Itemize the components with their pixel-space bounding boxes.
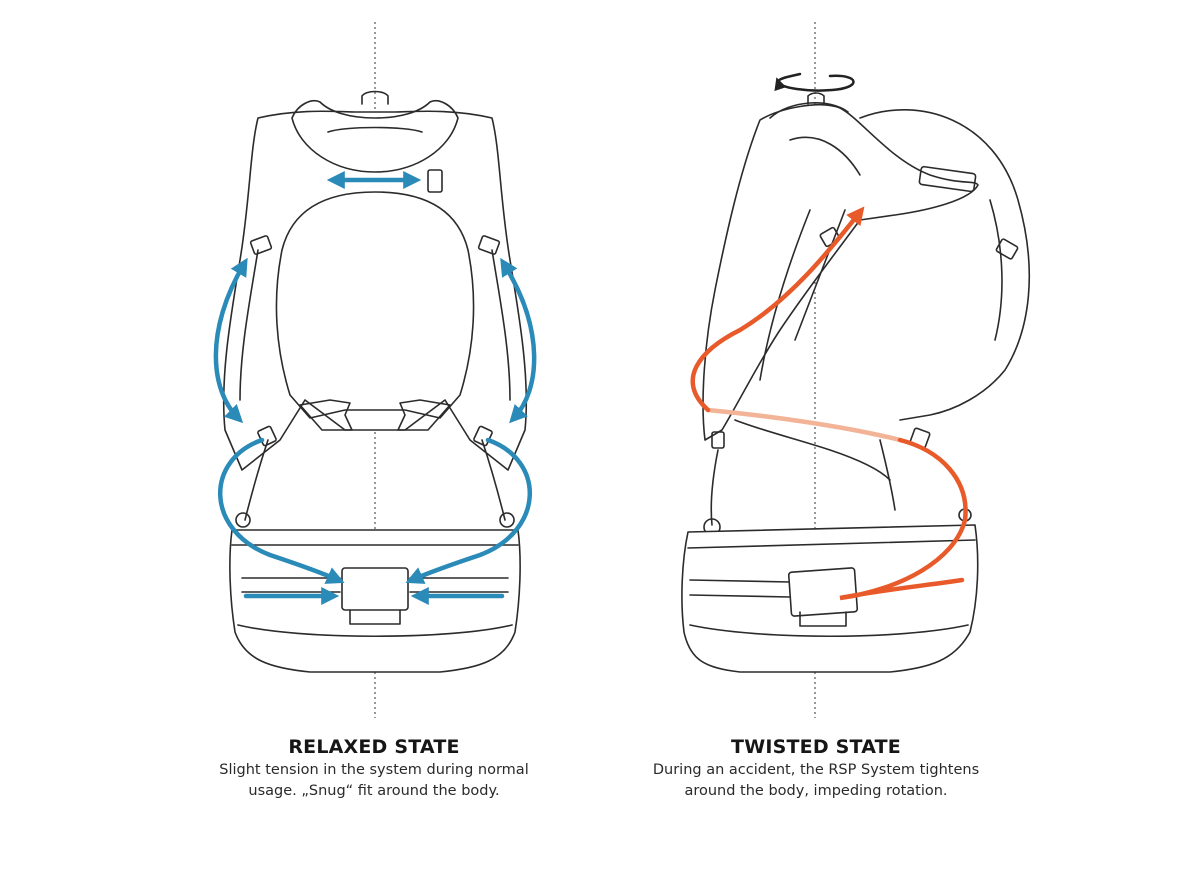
twisted-tension-arrows xyxy=(690,206,968,601)
relaxed-tension-arrows xyxy=(213,171,537,605)
twisted-state-caption: TWISTED STATE During an accident, the RS… xyxy=(636,736,996,801)
relaxed-state-description: Slight tension in the system during norm… xyxy=(219,762,529,799)
rotation-arrow-icon xyxy=(774,72,855,92)
relaxed-state-caption: RELAXED STATE Slight tension in the syst… xyxy=(194,736,554,801)
relaxed-state-title: RELAXED STATE xyxy=(288,736,460,758)
twisted-state-description: During an accident, the RSP System tight… xyxy=(652,762,980,799)
twisted-backpack xyxy=(681,92,1031,673)
twisted-state-title: TWISTED STATE xyxy=(731,736,901,758)
